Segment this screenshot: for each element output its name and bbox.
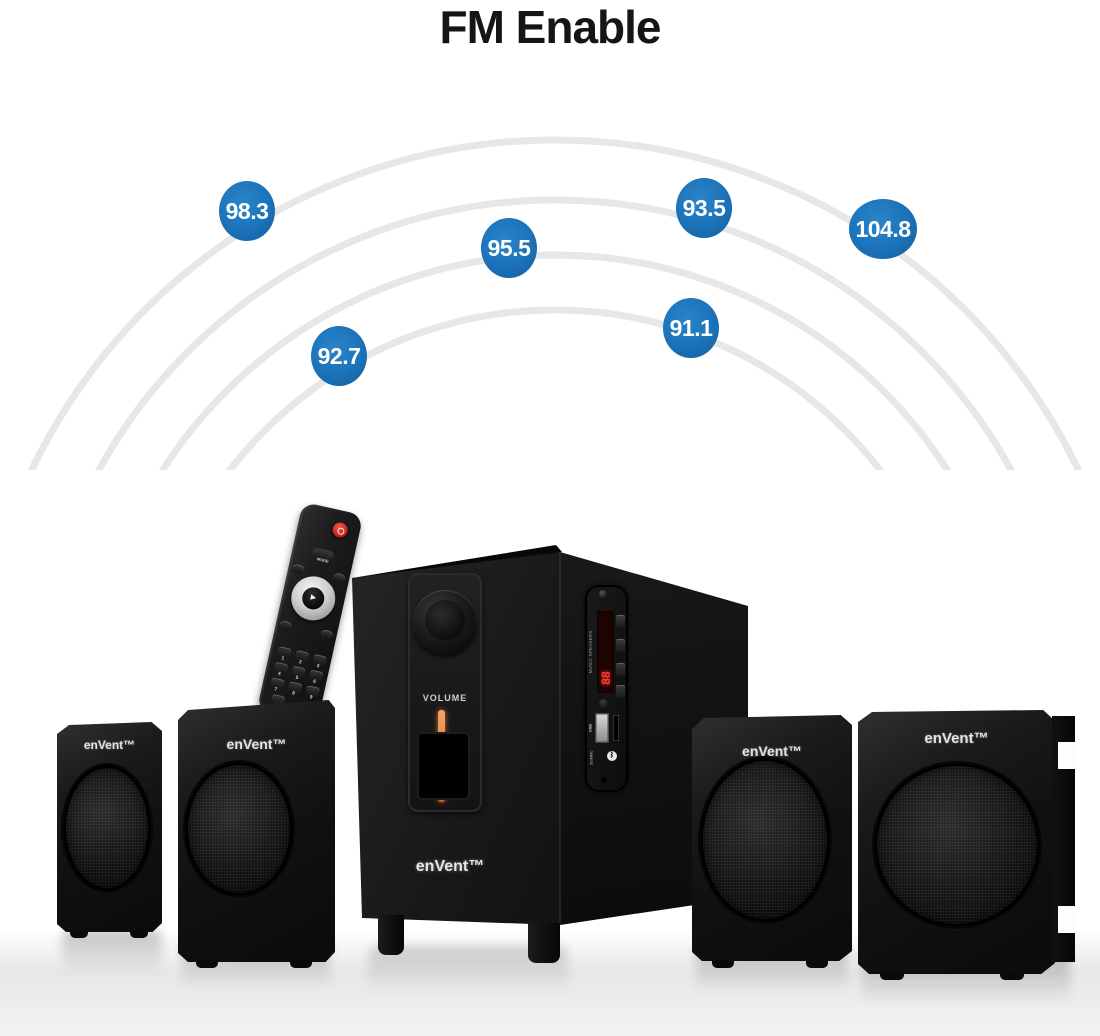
speaker-grille (63, 765, 151, 891)
speaker-grille (185, 762, 293, 896)
satellite-speaker: enVent™ (692, 715, 852, 961)
volume-label: VOLUME (422, 693, 468, 703)
led-digit-display: 88 (597, 611, 614, 693)
remote-body: MODE ▶ 1 2 3 4 5 6 7 8 9 0 (256, 501, 364, 725)
brand-logo: enVent™ (742, 743, 802, 759)
panel-button (616, 663, 625, 676)
subwoofer-control-panel: VOLUME (408, 573, 482, 812)
media-side-panel: MUSIC SPEAKERS 88 USB SD/MMC ᛒ (585, 585, 628, 792)
remote-button (278, 619, 293, 632)
panel-button (616, 639, 625, 652)
brand-logo: enVent™ (226, 736, 287, 752)
speaker-foot (196, 960, 218, 968)
subwoofer: VOLUME MUSIC SPEAKERS 88 USB SD/MMC ᛒ en… (350, 543, 760, 973)
remote-button (332, 572, 347, 584)
remote-button (291, 563, 306, 575)
subwoofer-leg (528, 923, 560, 963)
speaker-grille (874, 763, 1040, 927)
fm-frequency-badge: 91.1 (663, 298, 719, 358)
screw-icon (599, 590, 607, 598)
remote-control: MODE ▶ 1 2 3 4 5 6 7 8 9 0 (256, 501, 364, 725)
subwoofer-leg (378, 915, 404, 955)
remote-key: 7 (270, 677, 285, 692)
remote-button (319, 628, 334, 641)
speaker-side-bracket (1052, 716, 1075, 962)
brand-logo: enVent™ (924, 730, 989, 747)
brand-logo: enVent™ (83, 738, 136, 752)
panel-button (616, 685, 625, 698)
satellite-speaker: enVent™ (178, 700, 335, 962)
bluetooth-icon: ᛒ (607, 751, 617, 761)
panel-button (616, 615, 625, 628)
fm-frequency-badge: 93.5 (676, 178, 732, 238)
usb-label: USB (587, 724, 593, 733)
speaker-foot (1000, 972, 1024, 980)
speaker-foot (70, 930, 88, 938)
speaker-grille (700, 758, 830, 922)
bracket-notch (1058, 906, 1075, 933)
brand-logo: enVent™ (415, 858, 485, 875)
remote-key: 6 (308, 669, 324, 684)
speaker-foot (130, 930, 148, 938)
page-title: FM Enable (439, 1, 661, 53)
remote-key: 9 (305, 685, 321, 700)
number-pad: 1 2 3 4 5 6 7 8 9 0 (270, 502, 364, 709)
remote-key: 1 (276, 646, 292, 661)
power-button-icon (331, 521, 350, 540)
fm-frequency-badge: 95.5 (481, 218, 537, 278)
speaker-foot (290, 960, 312, 968)
panel-hole (601, 777, 607, 783)
mode-button: MODE (311, 547, 335, 564)
satellite-speaker: enVent™ (57, 722, 162, 932)
sd-card-slot (613, 715, 619, 741)
panel-vertical-label: MUSIC SPEAKERS (588, 630, 593, 674)
play-pause-icon: ▶ (300, 585, 327, 612)
dpad-ring: ▶ (287, 572, 340, 625)
volume-knob (413, 590, 477, 654)
remote-key: 3 (312, 653, 327, 669)
radio-waves-icon (27, 136, 1083, 470)
remote-key: 8 (287, 681, 303, 696)
usb-port (595, 713, 609, 743)
reflection (62, 930, 162, 982)
remote-key: 2 (294, 649, 310, 665)
speaker-foot (806, 960, 828, 968)
fm-frequency-badge: 98.3 (219, 181, 275, 241)
speaker-foot (712, 960, 734, 968)
satellite-speaker: enVent™ (858, 710, 1055, 974)
panel-round-button (599, 699, 608, 708)
remote-key: 4 (273, 661, 289, 676)
bracket-notch (1058, 742, 1075, 769)
remote-key: 5 (291, 665, 306, 680)
fm-frequency-badge: 104.8 (849, 199, 917, 259)
speaker-foot (880, 972, 904, 980)
subwoofer-corner-edge (559, 552, 561, 925)
sd-mmc-label: SD/MMC (589, 750, 594, 766)
fm-display-window (417, 732, 470, 800)
fm-frequency-badge: 92.7 (311, 326, 367, 386)
led-digits: 88 (599, 671, 613, 685)
